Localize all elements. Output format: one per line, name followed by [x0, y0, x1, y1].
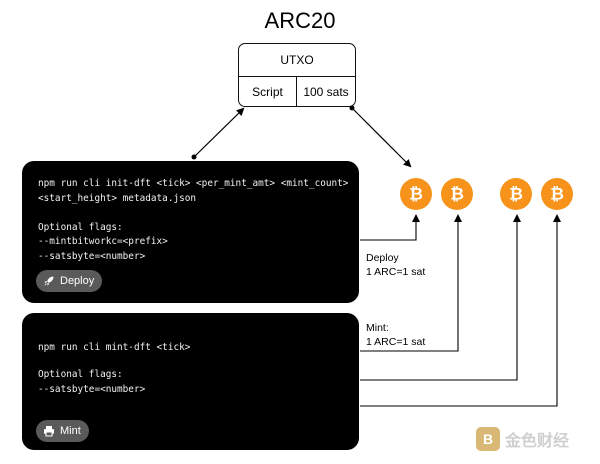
mint-connector-3 [360, 214, 561, 407]
watermark-logo: B [476, 427, 500, 451]
svg-text:₿: ₿ [409, 185, 423, 205]
deploy-flag-mintbitworkc: --mintbitworkc=<prefix> [38, 236, 168, 247]
mint-button-label: Mint [60, 425, 81, 437]
mint-flag-satsbyte: --satsbyte=<number> [38, 383, 146, 395]
svg-text:₿: ₿ [550, 185, 564, 205]
mint-terminal: npm run cli mint-dft <tick> Optional fla… [22, 313, 359, 450]
mint-connector-2 [360, 214, 521, 381]
svg-text:₿: ₿ [450, 185, 464, 205]
bitcoin-icon: ₿ [500, 178, 532, 210]
mint-note-rate: 1 ARC=1 sat [366, 336, 426, 348]
rocket-icon [43, 275, 55, 287]
deploy-flag-satsbyte: --satsbyte=<number> [38, 250, 146, 262]
deploy-command-line-2: <start_height> metadata.json [38, 192, 197, 204]
printer-icon [43, 425, 55, 437]
deploy-button-label: Deploy [60, 275, 95, 287]
utxo-terminal-arrow [191, 107, 245, 160]
mint-note-title: Mint: [366, 322, 389, 334]
deploy-flags-heading: Optional flags: [38, 221, 123, 233]
bitcoin-icon: ₿ [441, 178, 473, 210]
utxo-coin-arrow [349, 105, 412, 168]
deploy-note-title: Deploy [366, 252, 399, 264]
deploy-connector [360, 214, 420, 241]
utxo-script-cell: Script [239, 77, 297, 106]
watermark: B 金色财经 [476, 427, 569, 451]
deploy-button[interactable]: Deploy [36, 270, 103, 292]
mint-note: Mint: 1 ARC=1 sat [366, 321, 425, 349]
bitcoin-icon: ₿ [541, 178, 573, 210]
diagram-title: ARC20 [264, 8, 336, 33]
svg-text:₿: ₿ [509, 185, 523, 205]
bitcoin-icon: ₿ [400, 178, 432, 210]
utxo-amount-cell: 100 sats [303, 84, 349, 99]
utxo-box: UTXO Script 100 sats [238, 43, 356, 107]
deploy-terminal: npm run cli init-dft <tick> <per_mint_am… [22, 161, 359, 303]
deploy-note: Deploy 1 ARC=1 sat [366, 251, 425, 279]
watermark-text: 金色财经 [505, 433, 570, 450]
utxo-header: UTXO [239, 44, 355, 77]
mint-command-line: npm run cli mint-dft <tick> [38, 342, 191, 353]
deploy-command-line-1: npm run cli init-dft <tick> <per_mint_am… [38, 178, 349, 189]
mint-button[interactable]: Mint [36, 420, 89, 442]
deploy-note-rate: 1 ARC=1 sat [366, 266, 426, 278]
mint-flags-heading: Optional flags: [38, 369, 123, 380]
